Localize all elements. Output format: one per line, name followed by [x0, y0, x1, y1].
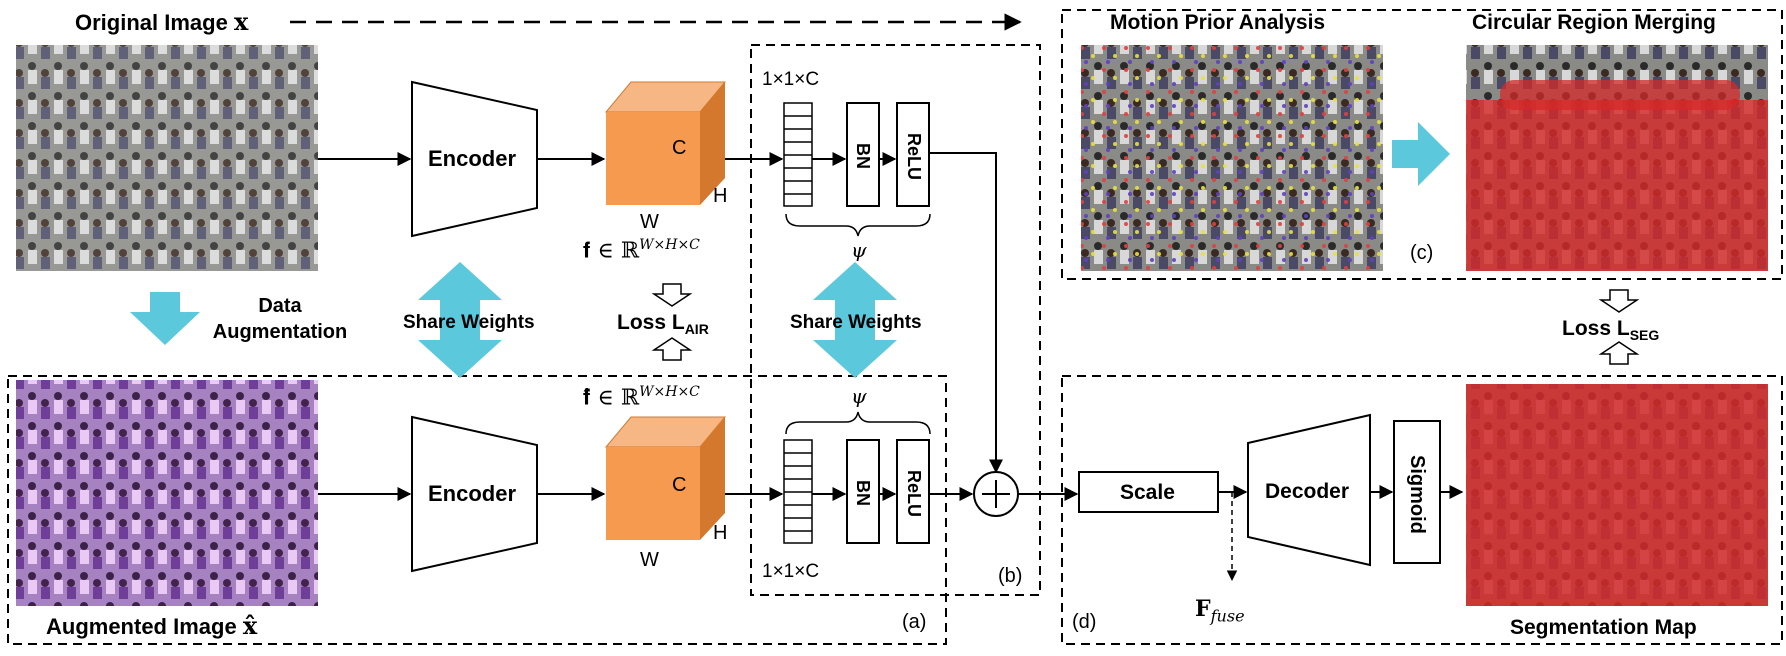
cube-top-c-label: C: [672, 137, 687, 159]
loss-seg-down-arrow: [1598, 289, 1640, 313]
f-dims: W×H×C: [639, 237, 700, 253]
scale-box: [1078, 471, 1219, 513]
region-d-tag: (d): [1072, 611, 1097, 633]
cube-bottom-c-label: C: [672, 474, 687, 496]
circular-merging-title: Circular Region Merging: [1472, 11, 1716, 34]
data-augmentation-line2: Augmentation: [212, 321, 348, 343]
feature-cube-top: [604, 81, 727, 205]
loss-air-down-arrow: [651, 283, 693, 307]
region-c-box: [1061, 9, 1783, 280]
vector-top-label: 1×1×C: [762, 69, 820, 90]
share-weights-left-label: Share Weights: [403, 312, 535, 333]
vector-bottom-label: 1×1×C: [762, 561, 820, 582]
segmentation-map-title: Segmentation Map: [1510, 616, 1697, 639]
relu-bottom-label: ReLU: [904, 470, 924, 518]
loss-seg-up-arrow: [1598, 341, 1640, 365]
fuse-sub: fuse: [1210, 606, 1245, 626]
data-augmentation-label: Data Augmentation: [200, 296, 360, 342]
cube-bottom-h-label: H: [713, 522, 728, 544]
loss-seg-sub: SEG: [1629, 327, 1660, 344]
sigmoid-label: Sigmoid: [1406, 455, 1428, 534]
scale-label: Scale: [1120, 481, 1175, 504]
bn-bottom-label: BN: [853, 480, 873, 506]
loss-air-sub: AIR: [684, 321, 709, 338]
vector-bottom: [783, 439, 813, 544]
bn-bottom-box: [846, 439, 880, 544]
sum-operator: [973, 471, 1019, 517]
encoder-top-label: Encoder: [428, 146, 517, 171]
cube-top-w-label: W: [640, 211, 659, 233]
data-augmentation-arrow: [130, 292, 200, 345]
cube-bottom-w-label: W: [640, 549, 659, 571]
loss-air-label: Loss LAIR: [617, 311, 709, 338]
relu-top-label: ReLU: [904, 133, 924, 181]
share-weights-right-label: Share Weights: [790, 312, 922, 333]
decoder-shape: [1247, 413, 1371, 567]
region-a-tag: (a): [902, 611, 927, 633]
region-b-tag: (b): [998, 565, 1023, 587]
relu-top-box: [896, 102, 930, 207]
original-symbol: x: [233, 7, 249, 36]
region-a-box: [7, 375, 947, 645]
f-hat-dims: W×H×C: [639, 384, 700, 400]
psi-brace-bottom: [785, 411, 931, 435]
motion-prior-title: Motion Prior Analysis: [1110, 11, 1326, 34]
augmented-symbol: x̂: [242, 611, 258, 640]
psi-bottom-label: ψ: [851, 384, 867, 408]
psi-brace-top: [785, 213, 931, 237]
augmented-image: [16, 380, 318, 606]
encoder-bottom-label: Encoder: [428, 481, 517, 506]
augmented-image-label: Augmented Image x̂: [46, 611, 258, 640]
region-b-box: [750, 44, 1041, 596]
vector-top: [783, 102, 813, 207]
loss-seg-label: Loss LSEG: [1562, 317, 1660, 344]
region-d-box: [1061, 375, 1783, 645]
relu-bottom-box: [896, 439, 930, 544]
feature-cube-bottom: [604, 416, 727, 540]
bn-top-box: [846, 102, 880, 207]
data-augmentation-line1: Data: [258, 295, 302, 317]
sigmoid-box: [1393, 420, 1441, 564]
f-symbol-label: 𝐟 ∈ ℝW×H×C: [583, 237, 700, 264]
original-image-label: Original Image x: [75, 7, 249, 36]
psi-top-label: ψ: [851, 238, 867, 262]
f-hat-symbol-label: 𝐟̂ ∈ ℝW×H×C: [583, 384, 700, 411]
cube-top-h-label: H: [713, 185, 728, 207]
bn-top-label: BN: [853, 143, 873, 169]
share-weights-left-arrow: [418, 262, 502, 378]
share-weights-right-arrow: [813, 262, 897, 378]
encoder-bottom-shape: [411, 415, 538, 573]
motion-to-merging-arrow: [1392, 122, 1450, 186]
decoder-label: Decoder: [1265, 480, 1350, 503]
fuse-symbol-label: 𝐅fuse: [1195, 596, 1245, 626]
encoder-top-shape: [411, 80, 538, 238]
region-c-tag: (c): [1410, 242, 1434, 264]
original-image: [16, 45, 318, 271]
loss-air-up-arrow: [651, 337, 693, 361]
